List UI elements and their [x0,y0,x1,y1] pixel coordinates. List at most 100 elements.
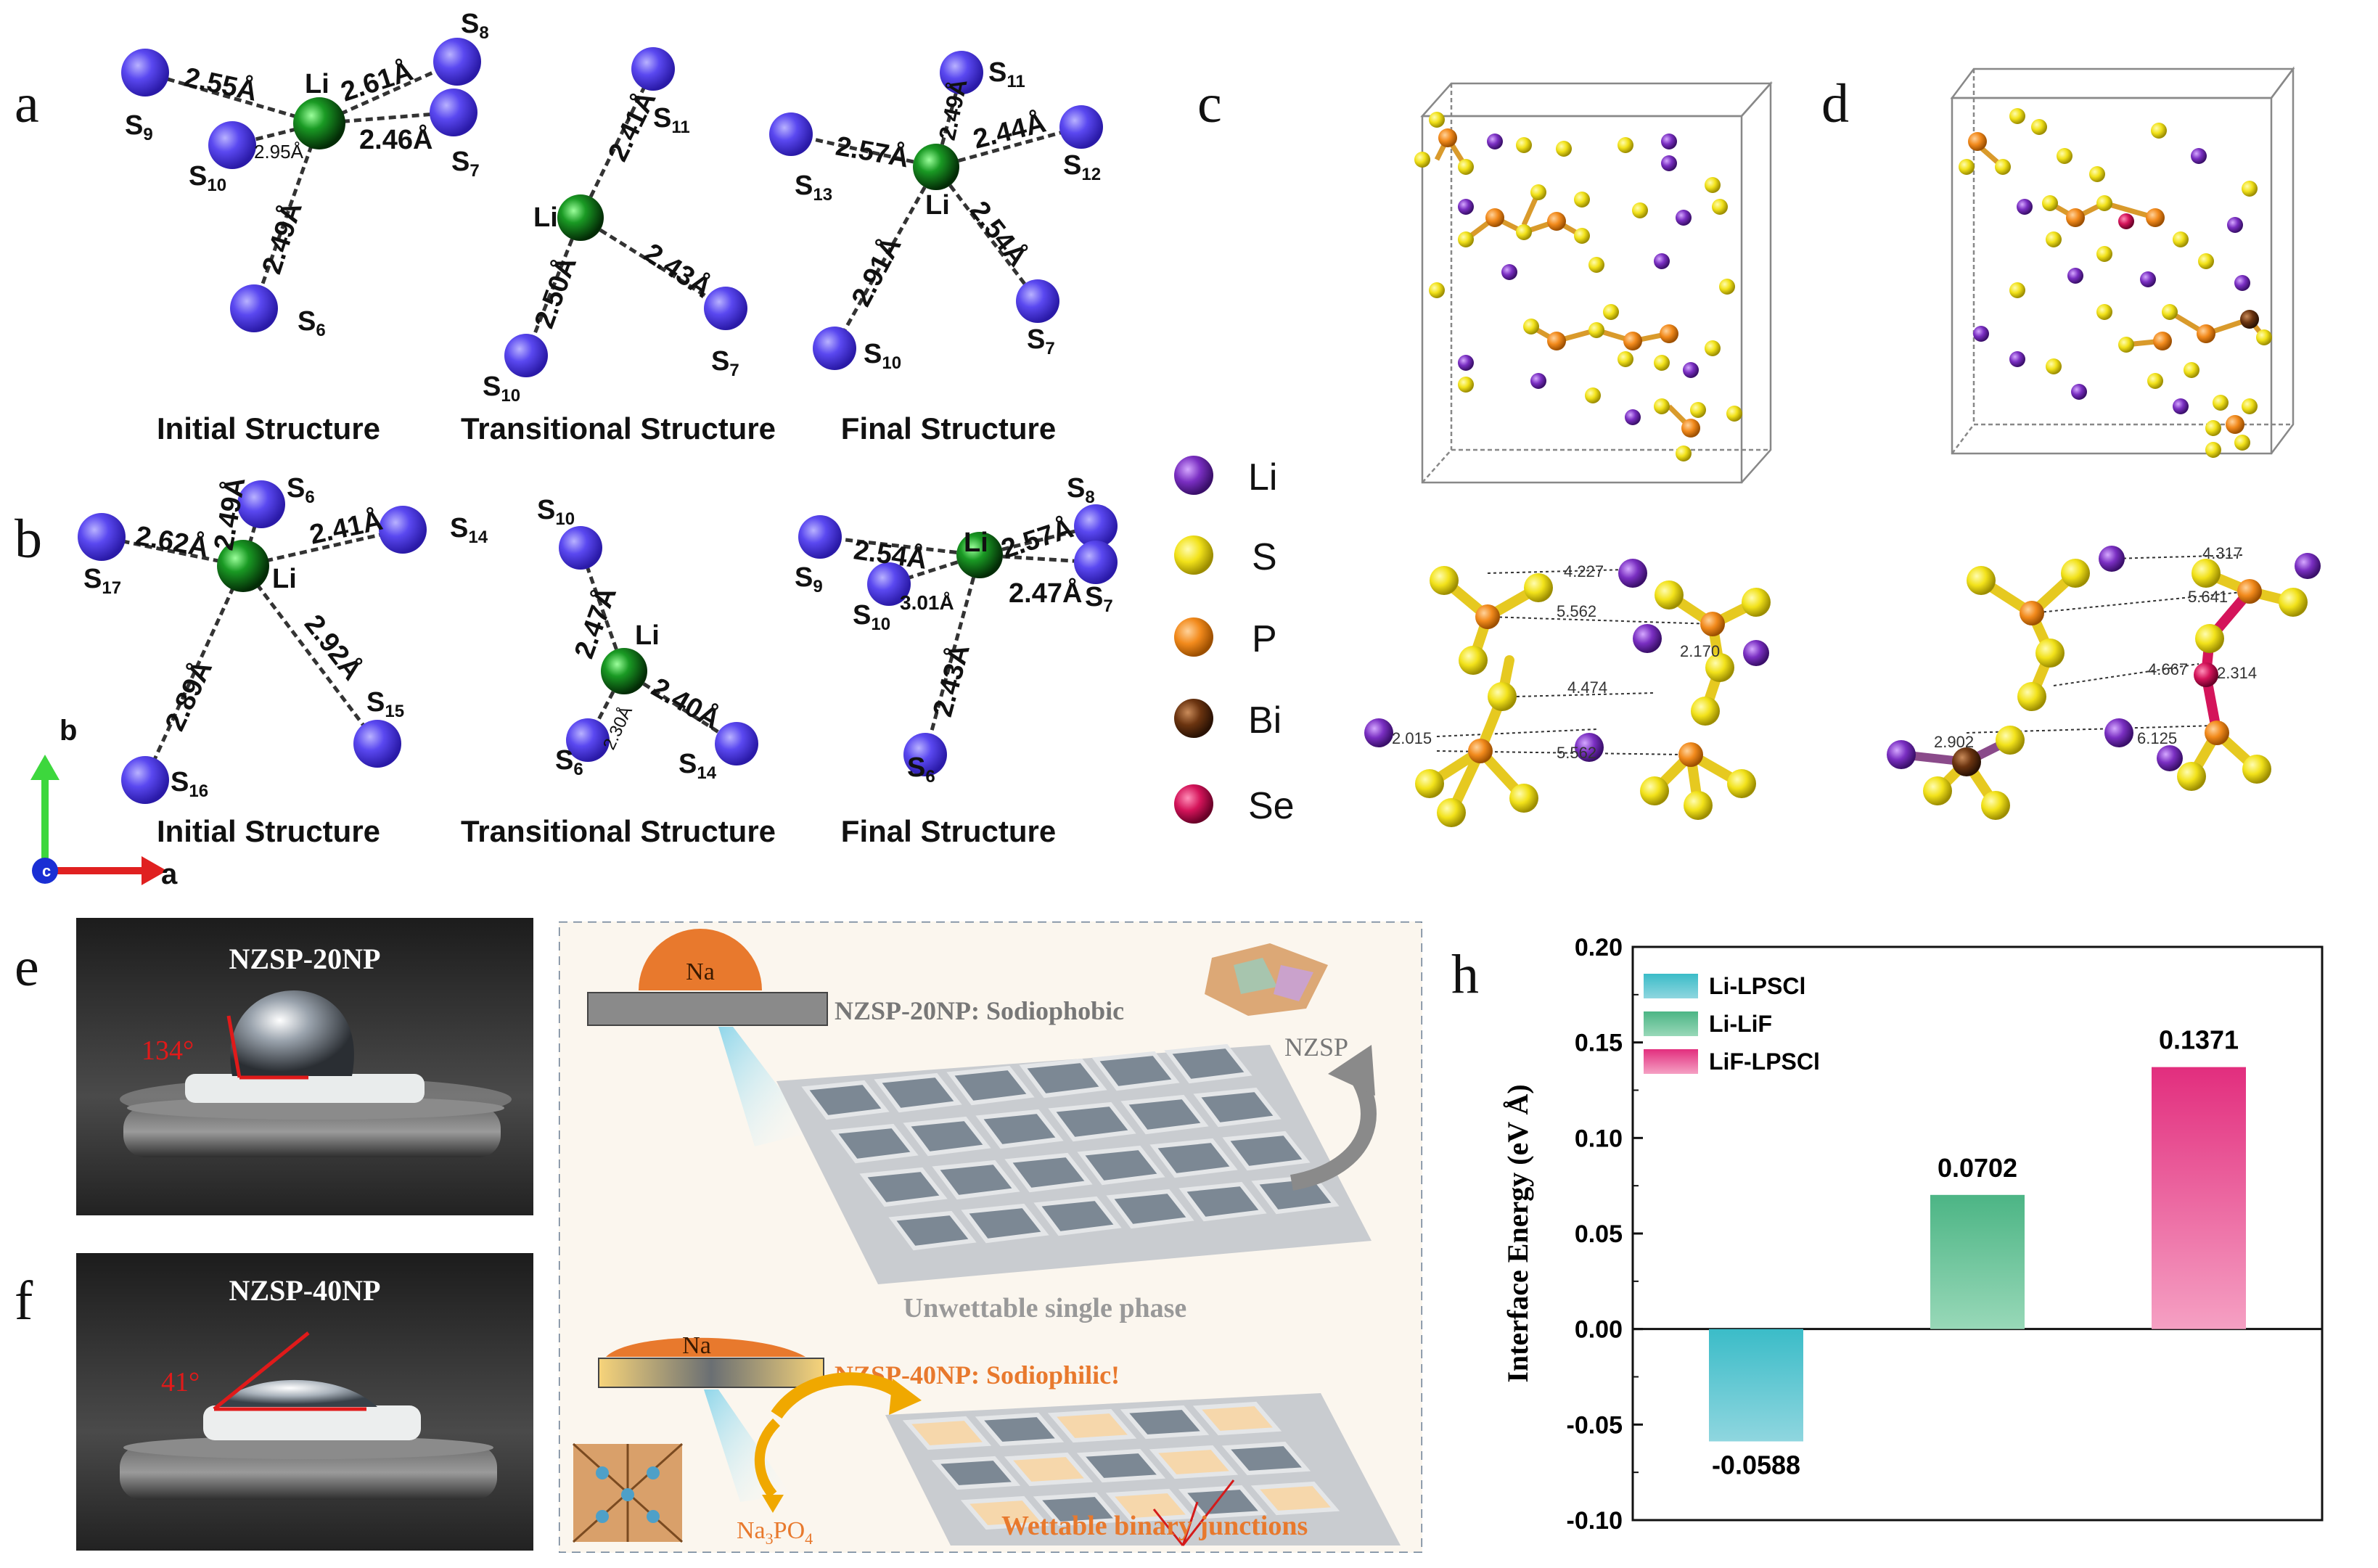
svg-text:S10: S10 [483,372,520,406]
svg-text:Li: Li [272,564,297,594]
svg-text:5.562: 5.562 [1557,744,1596,762]
caption-final-a: Final Structure [841,411,1056,446]
svg-text:S15: S15 [366,687,404,721]
svg-text:2.170: 2.170 [1680,642,1720,660]
svg-text:S7: S7 [1085,582,1113,616]
svg-text:Li: Li [635,620,660,651]
na3po4-crystal-icon [572,1442,684,1543]
svg-text:c: c [42,862,51,880]
svg-text:S6: S6 [298,306,326,340]
y-tick-label: 0.20 [1575,934,1623,961]
caption-transitional-a: Transitional Structure [461,411,776,446]
svg-text:2.47Å: 2.47Å [1009,577,1082,609]
schematic-wetting: Na NZSP-20NP: Sodiophobic NZSP Unwettabl… [559,921,1422,1553]
panel-label-e: e [15,937,39,998]
svg-text:4.227: 4.227 [1564,562,1604,580]
label-wettable: Wettable binary junctions [1001,1511,1308,1541]
svg-text:2.50Å: 2.50Å [528,253,583,332]
svg-text:2.91Å: 2.91Å [845,231,907,311]
axis-triad: c b a [30,715,178,890]
svg-text:S10: S10 [537,495,575,529]
panel-label-h: h [1451,944,1479,1005]
svg-text:S7: S7 [1027,324,1055,358]
caption-final-b: Final Structure [841,814,1056,848]
distance-label: 2.61Å [337,54,417,107]
element-legend: Li S P Bi Se [1174,456,1295,827]
label-unwettable: Unwettable single phase [903,1293,1187,1323]
label-sodiophobic: NZSP-20NP: Sodiophobic [835,996,1124,1025]
svg-text:S10: S10 [853,600,890,634]
svg-text:4.317: 4.317 [2202,544,2242,562]
li-label: Li [305,69,329,99]
svg-text:2.40Å: 2.40Å [647,671,726,736]
photo-nzsp-20np: NZSP-20NP 134° [76,918,533,1215]
legend-label: Li-LPSCl [1709,973,1805,999]
legend-bi: Bi [1248,699,1282,742]
caption-transitional-b: Transitional Structure [461,814,776,848]
legend-label: Li-LiF [1709,1011,1772,1037]
label-na3po4: Na3PO4 [737,1517,813,1548]
svg-text:5.641: 5.641 [2188,588,2228,606]
svg-text:2.57Å: 2.57Å [997,512,1077,565]
crystal-d-atoms [1959,108,2272,458]
distance-label: 2.49Å [255,198,308,278]
svg-text:2.43Å: 2.43Å [639,237,718,304]
svg-text:Li: Li [964,528,988,558]
panel-label-d: d [1821,73,1849,134]
svg-text:2.89Å: 2.89Å [158,655,218,736]
svg-text:S14: S14 [678,749,717,783]
panel-label-b: b [15,509,42,570]
bar-value-label: 0.0702 [1938,1153,2017,1183]
svg-text:S9: S9 [125,110,153,144]
svg-text:S8: S8 [461,9,489,43]
distance-label: 2.95Å [254,141,304,163]
y-tick-label: -0.05 [1567,1411,1623,1439]
s9-label: S [125,110,143,141]
svg-text:Li: Li [925,190,950,221]
svg-text:S11: S11 [988,57,1025,91]
nzsp-crystal-icon [1205,943,1328,1016]
bar-value-label: -0.0588 [1712,1450,1800,1480]
bar-lif-lpscl [2152,1067,2246,1329]
na-droplet-bottom: Na [682,1332,711,1359]
svg-text:6.125: 6.125 [2137,729,2177,747]
lithium-atoms [217,97,1003,694]
svg-text:2.54Å: 2.54Å [852,533,930,575]
svg-text:2.015: 2.015 [1392,729,1432,747]
na-droplet-top: Na [686,959,715,985]
title-nzsp-20np: NZSP-20NP [229,943,381,975]
y-tick-label: 0.10 [1575,1125,1623,1152]
distance-label: 2.46Å [359,123,432,155]
svg-text:2.57Å: 2.57Å [833,130,911,174]
bar-value-label: 0.1371 [2159,1025,2239,1055]
svg-text:S12: S12 [1063,150,1101,184]
legend-swatch [1644,974,1698,998]
interface-energy-chart: -0.10-0.050.000.050.100.150.20 -0.05880.… [1501,934,2324,1535]
svg-text:2.92Å: 2.92Å [298,608,369,686]
y-axis-label: Interface Energy (eV Å) [1501,1084,1534,1382]
svg-text:S8: S8 [1067,473,1095,507]
panel-label-c: c [1197,73,1222,134]
svg-text:5.562: 5.562 [1557,602,1596,620]
photo-nzsp-40np: NZSP-40NP 41° [76,1253,533,1551]
svg-text:S16: S16 [171,767,208,801]
distance-label: 2.55Å [181,61,260,107]
title-nzsp-40np: NZSP-40NP [229,1274,381,1307]
svg-text:S17: S17 [83,564,121,598]
svg-text:S7: S7 [711,346,739,380]
svg-text:2.54Å: 2.54Å [964,194,1034,272]
contact-angle-40np: 41° [161,1367,200,1397]
legend-swatch [1644,1011,1698,1036]
caption-initial-a: Initial Structure [157,411,380,446]
svg-text:Li: Li [533,202,558,233]
svg-text:S10: S10 [189,161,226,195]
legend-p: P [1252,618,1277,660]
svg-text:4.474: 4.474 [1567,678,1607,697]
svg-text:S6: S6 [555,745,583,779]
legend-se: Se [1248,785,1295,827]
svg-text:S13: S13 [795,171,832,205]
caption-initial-b: Initial Structure [157,814,380,848]
label-nzsp: NZSP [1284,1033,1348,1062]
panel-label-f: f [15,1271,33,1331]
